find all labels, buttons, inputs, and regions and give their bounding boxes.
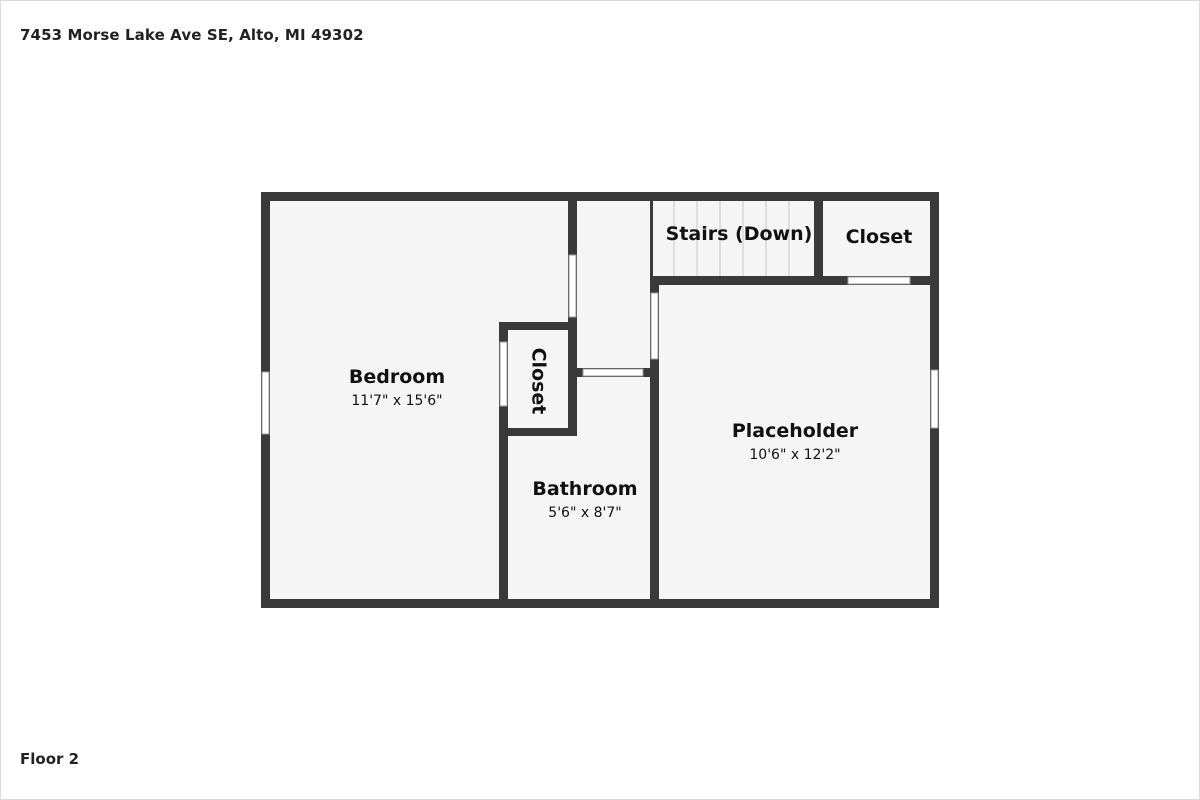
wall-closet-bottom bbox=[499, 428, 577, 436]
wall-bathroom-left bbox=[499, 322, 508, 608]
wall-bathroom-placeholder bbox=[650, 276, 659, 608]
room-name-bathroom: Bathroom bbox=[532, 478, 637, 500]
door-bedroom-closet bbox=[499, 341, 508, 407]
floor-label: Floor 2 bbox=[20, 750, 80, 768]
room-name-closet-left: Closet bbox=[528, 348, 550, 415]
door-bedroom-hall bbox=[568, 254, 577, 318]
openings bbox=[261, 254, 939, 435]
room-name-closet-top: Closet bbox=[846, 226, 913, 248]
room-dims-bedroom: 11'7" x 15'6" bbox=[351, 393, 442, 409]
window-placeholder-right bbox=[930, 369, 939, 429]
room-name-placeholder: Placeholder bbox=[732, 420, 859, 442]
property-address: 7453 Morse Lake Ave SE, Alto, MI 49302 bbox=[20, 26, 364, 44]
room-dims-bathroom: 5'6" x 8'7" bbox=[548, 505, 621, 521]
room-name-stairs: Stairs (Down) bbox=[666, 223, 813, 245]
door-placeholder-closet bbox=[847, 276, 911, 285]
door-hall-placeholder bbox=[650, 292, 659, 360]
wall-stairs-closet bbox=[814, 192, 823, 285]
wall-placeholder-top bbox=[650, 276, 939, 285]
room-name-bedroom: Bedroom bbox=[349, 366, 445, 388]
door-hall-bathroom bbox=[582, 368, 644, 377]
wall-stairs-left bbox=[650, 192, 653, 286]
wall-top bbox=[261, 192, 939, 201]
wall-bottom bbox=[261, 599, 939, 608]
room-dims-placeholder: 10'6" x 12'2" bbox=[749, 447, 840, 463]
stair-treads bbox=[673, 201, 790, 276]
window-bedroom-left bbox=[261, 371, 270, 435]
wall-closet-top bbox=[499, 322, 577, 330]
floor-area bbox=[266, 197, 935, 603]
